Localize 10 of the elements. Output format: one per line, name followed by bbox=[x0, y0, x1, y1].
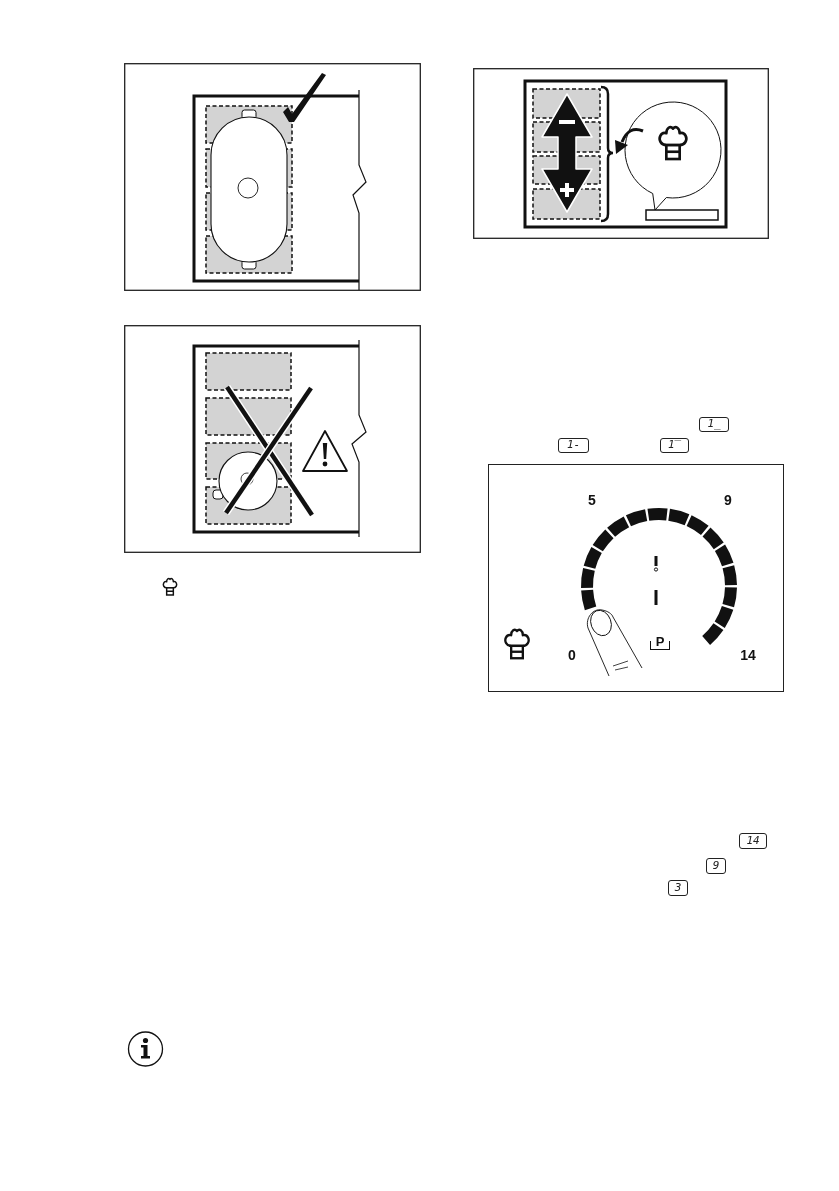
display-symbol: 3 bbox=[668, 880, 688, 896]
scale-number: 5 bbox=[587, 492, 597, 508]
scale-number: 14 bbox=[739, 647, 757, 663]
display-symbol: 1_ bbox=[699, 417, 729, 432]
display-symbol: 14 bbox=[739, 833, 767, 849]
scale-number: 0 bbox=[567, 647, 577, 663]
display-symbol: 9 bbox=[706, 858, 726, 874]
display-symbol: 1‾ bbox=[660, 438, 689, 453]
scale-number: 9 bbox=[723, 492, 733, 508]
display-symbol: 1- bbox=[558, 438, 589, 453]
